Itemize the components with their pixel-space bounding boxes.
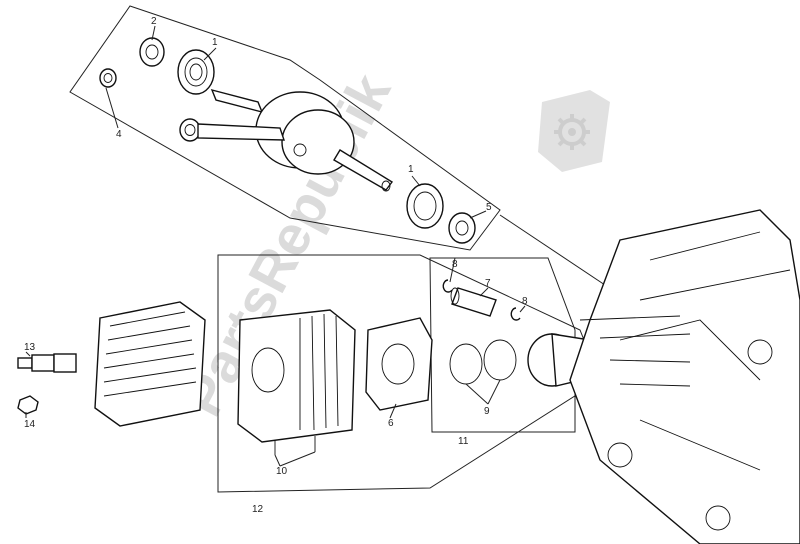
circlip-right [510, 307, 521, 321]
callout-1: 1 [212, 37, 218, 48]
callout-10: 10 [276, 466, 288, 477]
small-bushing [99, 68, 117, 88]
circlip-left [442, 279, 453, 293]
oil-seal [448, 212, 476, 244]
nut [17, 395, 39, 415]
crankshaft-group-outline [69, 5, 501, 251]
crankshaft [210, 88, 394, 192]
callout-12: 12 [252, 504, 264, 515]
piston-pin [450, 287, 497, 317]
callout-13: 13 [24, 342, 36, 353]
callout-4: 4 [116, 129, 122, 140]
connecting-rod [179, 118, 285, 142]
crankcase [569, 209, 800, 544]
callout-8-left: 8 [452, 259, 458, 270]
callout-7: 7 [485, 278, 491, 289]
callout-5: 5 [486, 202, 492, 213]
callout-2: 2 [151, 16, 157, 27]
cylinder-head [94, 301, 206, 427]
callout-8-right: 8 [522, 296, 528, 307]
callout-14: 14 [24, 419, 36, 430]
spark-plug [17, 353, 77, 373]
main-bearing-top [177, 49, 215, 95]
callout-6: 6 [388, 418, 394, 429]
bearing-seal [139, 37, 165, 67]
piston-rings [449, 339, 517, 385]
callout-11: 11 [458, 436, 469, 447]
leader-lines [25, 25, 526, 467]
cylinder-gasket [365, 317, 433, 411]
callout-9: 9 [484, 406, 490, 417]
gear-icon [538, 90, 610, 172]
cylinder [237, 309, 356, 455]
callout-1-lower: 1 [408, 164, 414, 175]
main-bearing-bottom [406, 183, 444, 229]
